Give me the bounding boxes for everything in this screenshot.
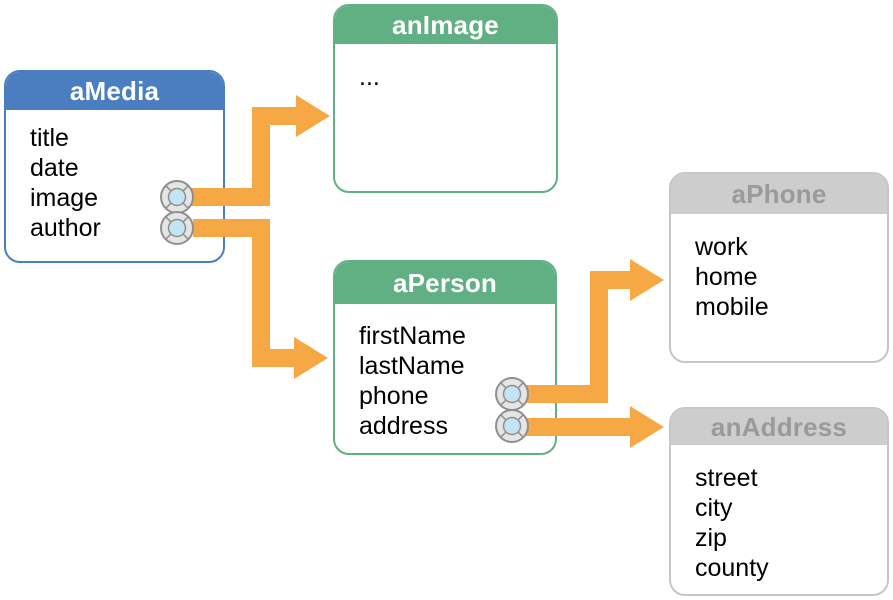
field-county: county <box>695 554 769 582</box>
node-aperson-header: aPerson <box>335 262 555 304</box>
node-aperson-title: aPerson <box>392 267 497 298</box>
node-aperson-fields: firstName lastName phone address <box>335 304 555 441</box>
node-aperson: aPerson firstName lastName phone address <box>333 260 557 455</box>
node-amedia-fields: title date image author <box>6 110 223 243</box>
field-mobile: mobile <box>695 293 769 321</box>
node-aphone-fields: work home mobile <box>671 214 887 322</box>
field-zip: zip <box>695 524 727 552</box>
node-animage-fields: ... <box>335 44 556 92</box>
node-aphone-header: aPhone <box>671 174 887 214</box>
node-anaddress-header: anAddress <box>671 409 887 445</box>
node-aphone: aPhone work home mobile <box>669 172 889 363</box>
field-city: city <box>695 494 733 522</box>
field-title: title <box>30 124 69 152</box>
node-aphone-title: aPhone <box>731 178 827 209</box>
field-home: home <box>695 263 758 291</box>
node-animage-header: anImage <box>335 6 556 44</box>
field-address: address <box>359 412 448 440</box>
field-phone: phone <box>359 382 429 410</box>
field-date: date <box>30 154 79 182</box>
field-image: image <box>30 184 99 212</box>
node-animage-title: anImage <box>392 9 499 40</box>
field-firstname: firstName <box>359 322 466 350</box>
field-lastname: lastName <box>359 352 465 380</box>
field-author: author <box>30 214 101 242</box>
node-amedia-title: aMedia <box>69 75 160 106</box>
node-anaddress-fields: street city zip county <box>671 445 887 583</box>
node-animage: anImage ... <box>333 4 558 193</box>
node-amedia-header: aMedia <box>6 72 223 110</box>
node-anaddress: anAddress street city zip county <box>669 407 889 596</box>
field-street: street <box>695 464 758 492</box>
node-amedia: aMedia title date image author <box>4 70 225 263</box>
field-ellipsis: ... <box>359 63 380 91</box>
field-work: work <box>695 233 748 261</box>
node-anaddress-title: anAddress <box>710 411 848 442</box>
